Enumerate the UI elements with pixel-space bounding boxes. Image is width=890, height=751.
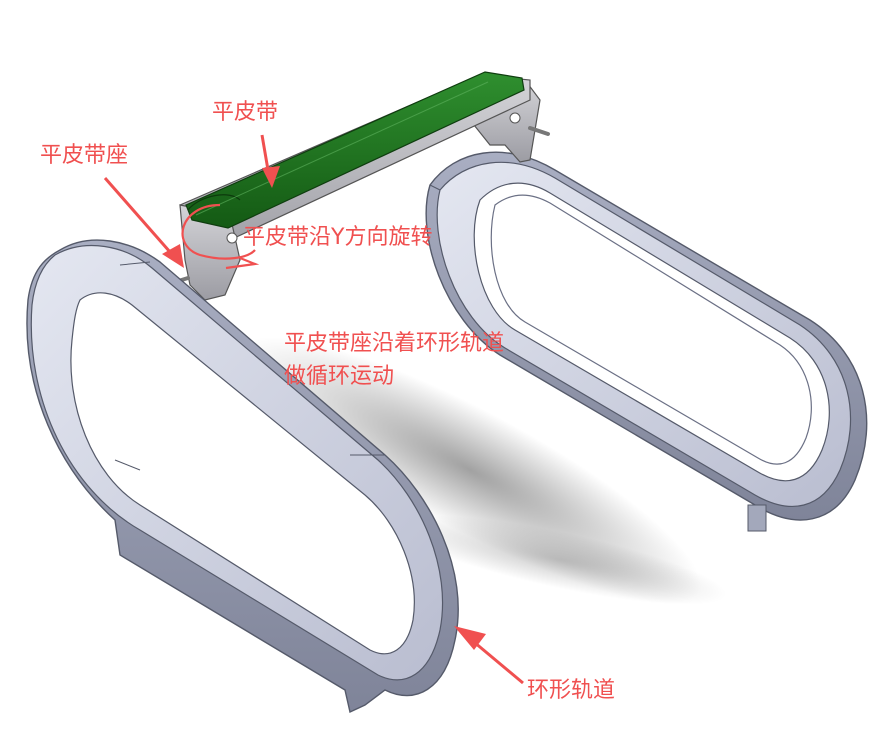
label-belt-seat: 平皮带座 [40, 143, 129, 168]
rotation-arc-icon [181, 203, 260, 270]
belt-seat-assembly [170, 71, 550, 301]
label-flat-belt: 平皮带 [212, 100, 279, 125]
floor-shadow-2 [393, 515, 727, 605]
arrow-to-track [454, 626, 524, 685]
arrow-to-belt [260, 134, 280, 188]
label-motion-line1: 平皮带座沿着环形轨道 [284, 331, 505, 356]
label-track: 环形轨道 [527, 678, 616, 703]
label-rotation: 平皮带沿Y方向旋转 [243, 225, 433, 250]
flat-belt-body [185, 71, 525, 229]
back-ring-track [425, 151, 868, 532]
front-ring-track [26, 239, 459, 714]
floor-shadow [238, 336, 702, 604]
label-motion-line2: 做循环运动 [284, 364, 395, 389]
arrow-to-seat [103, 177, 184, 268]
